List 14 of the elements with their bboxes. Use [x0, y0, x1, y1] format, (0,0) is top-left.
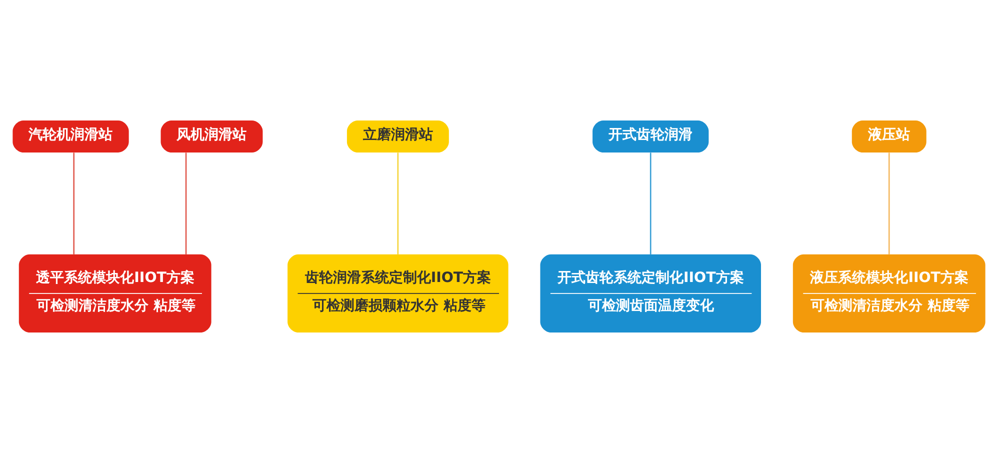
node-box: 透平系统模块化IIOT方案 可检测清洁度水分 粘度等 [18, 254, 212, 332]
connector [73, 152, 75, 254]
node-box: 开式齿轮润滑 [592, 120, 709, 152]
connector [397, 152, 399, 254]
node-box: 齿轮润滑系统定制化IIOT方案 可检测磨损颗粒水分 粘度等 [288, 254, 508, 332]
connector [888, 152, 890, 254]
node-box: 立磨润滑站 [346, 120, 449, 152]
node-box: 液压站 [852, 120, 926, 152]
node-box: 风机润滑站 [160, 120, 263, 152]
connector [185, 152, 187, 254]
node-box: 汽轮机润滑站 [12, 120, 129, 152]
connector [650, 152, 652, 254]
node-box: 开式齿轮系统定制化IIOT方案 可检测齿面温度变化 [540, 254, 761, 332]
node-box: 液压系统模块化IIOT方案 可检测清洁度水分 粘度等 [792, 254, 986, 332]
